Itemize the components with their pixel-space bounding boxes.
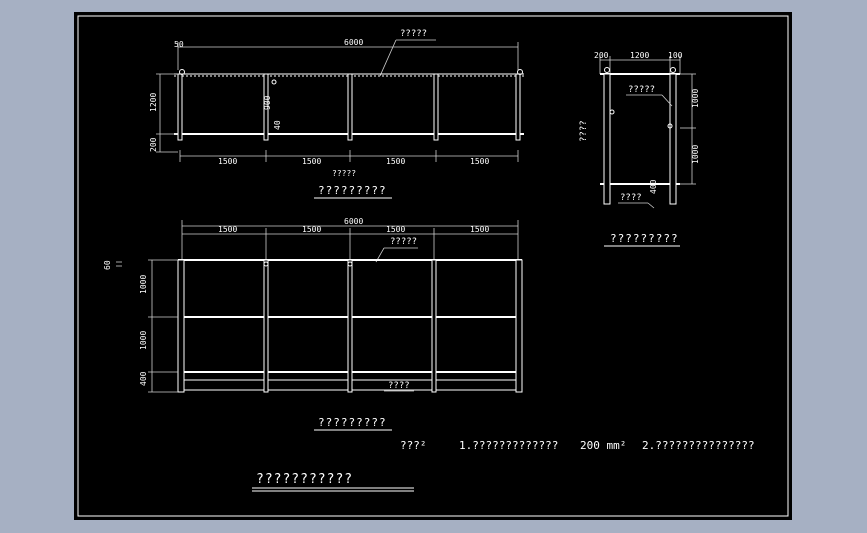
side-view-caption: ????????? (610, 232, 679, 245)
plan-overall-dim: 6000 (344, 217, 363, 226)
plan-callout-top: ????? (390, 237, 417, 247)
cad-drawing: 50 6000 ????? 1200 200 900 40 (77, 15, 789, 517)
plan-left-dim-1: 1000 (139, 275, 148, 294)
sheet-border (77, 15, 789, 517)
plan-post-1 (177, 259, 185, 393)
front-post-3 (347, 73, 353, 141)
front-mid-dim-b: 40 (273, 120, 282, 130)
front-bay-dim-1: 1500 (218, 157, 237, 166)
side-right-dim-2: 1000 (691, 145, 700, 164)
notes: ???² 1.????????????? 200 mm² 2.?????????… (400, 439, 755, 452)
front-bolt-1 (179, 69, 185, 75)
front-top-left-dim: 50 (174, 40, 184, 49)
front-post-1 (177, 73, 183, 141)
side-view: 200 1200 100 ????? ???? 400 ???? 1000 10… (579, 51, 700, 247)
notes-prefix: ???² (400, 439, 427, 452)
side-bolt-3 (609, 109, 615, 115)
plan-bay-dim-4: 1500 (470, 225, 489, 234)
side-bolt-1 (604, 67, 610, 73)
side-top-dim-3: 100 (668, 51, 683, 60)
plan-post-4 (431, 259, 437, 393)
plan-left-dim-3: 400 (139, 371, 148, 386)
front-post-5 (515, 73, 521, 141)
plan-bay-dim-3: 1500 (386, 225, 405, 234)
front-height-lower: 200 (149, 137, 158, 152)
side-callout-top: ????? (628, 85, 655, 95)
front-callout-leader (379, 39, 397, 77)
side-callout-top-leader (661, 94, 673, 107)
front-callout: ????? (400, 29, 427, 39)
plan-left-dim-2: 1000 (139, 331, 148, 350)
front-bottom-callout: ????? (332, 169, 356, 178)
side-post-left (603, 73, 611, 205)
front-bay-dim-4: 1500 (470, 157, 489, 166)
plan-view-caption: ????????? (318, 416, 387, 429)
side-top-dim-2: 1200 (630, 51, 649, 60)
side-callout-bottom: ???? (620, 193, 642, 203)
front-view: 50 6000 ????? 1200 200 900 40 (149, 29, 524, 199)
front-bolt-3 (271, 79, 277, 85)
plan-left-small-dim: 60 (103, 260, 112, 270)
front-post-4 (433, 73, 439, 141)
front-bay-dim-3: 1500 (386, 157, 405, 166)
front-view-caption: ????????? (318, 184, 387, 197)
side-callout-bottom-leader (647, 202, 655, 209)
front-post-2 (263, 73, 269, 141)
side-top-dim-1: 200 (594, 51, 609, 60)
plan-bay-dim-1: 1500 (218, 225, 237, 234)
plan-post-3 (347, 259, 353, 393)
plan-post-2 (263, 259, 269, 393)
plan-bay-dim-2: 1500 (302, 225, 321, 234)
side-bolt-4 (667, 123, 673, 129)
notes-item-2: 2.??????????????? (642, 439, 755, 452)
notes-item-1: 1.????????????? (459, 439, 558, 452)
front-bay-dim-2: 1500 (302, 157, 321, 166)
side-left-label: ???? (579, 120, 589, 142)
front-overall-dim: 6000 (344, 38, 363, 47)
drawing-sheet: 50 6000 ????? 1200 200 900 40 (74, 12, 792, 520)
side-small-dim: 400 (649, 179, 658, 194)
plan-bolt-1 (263, 261, 269, 267)
title-block: ??????????? (252, 472, 414, 492)
plan-post-5 (515, 259, 523, 393)
plan-view: 6000 1500 1500 1500 1500 ????? ???? 60 (103, 217, 523, 431)
front-height-upper: 1200 (149, 93, 158, 112)
plan-bolt-2 (347, 261, 353, 267)
side-bolt-2 (670, 67, 676, 73)
plan-callout-bottom: ???? (388, 381, 410, 391)
side-post-right (669, 73, 677, 205)
drawing-title: ??????????? (256, 472, 353, 487)
front-bolt-2 (517, 69, 523, 75)
side-right-dim-1: 1000 (691, 89, 700, 108)
front-mid-dim-a: 900 (263, 95, 272, 110)
notes-item-1-value: 200 mm² (580, 439, 626, 452)
